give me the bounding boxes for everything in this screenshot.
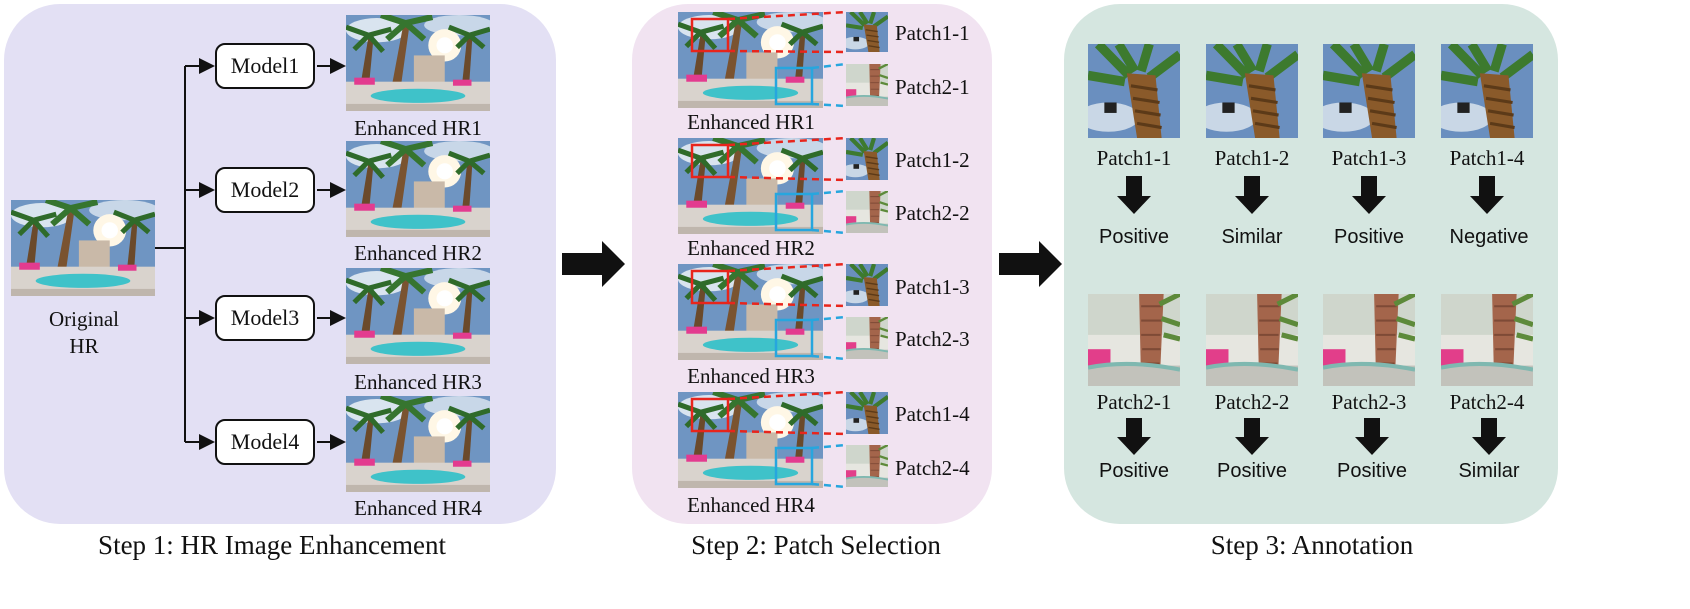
s2-patch2-3-label: Patch2-3	[895, 327, 970, 351]
enhanced-hr2-label: Enhanced HR2	[354, 241, 482, 265]
s3-patch1-4-label: Patch1-4	[1449, 146, 1525, 170]
s2-patch2-1-label: Patch2-1	[895, 75, 970, 99]
s2-patch2-2-label: Patch2-2	[895, 201, 970, 225]
s3-row1-verdict-4: Negative	[1449, 226, 1529, 248]
s2-enhanced-hr2-label: Enhanced HR2	[687, 236, 815, 260]
s3-row2-verdict-1: Positive	[1098, 460, 1170, 482]
s2-patch1-3-label: Patch1-3	[895, 275, 970, 299]
s2-enhanced-hr1-label: Enhanced HR1	[687, 110, 815, 134]
down-arrow-icon	[1235, 418, 1269, 455]
s3-row1-verdict-3: Positive	[1333, 226, 1405, 248]
down-arrow-icon	[1470, 176, 1504, 214]
s2-patch1-1-label: Patch1-1	[895, 21, 970, 45]
step-arrow-1	[562, 241, 625, 287]
s2-patch1-2-label: Patch1-2	[895, 148, 970, 172]
s2-enhanced-hr3-label: Enhanced HR3	[687, 364, 815, 388]
s3-patch1-2-label: Patch1-2	[1214, 146, 1290, 170]
down-arrow-icon	[1117, 176, 1151, 214]
s3-row2-verdict-3: Positive	[1336, 460, 1408, 482]
s3-patch2-3-label: Patch2-3	[1331, 390, 1407, 414]
model4-box: Model4	[215, 419, 315, 465]
step1-caption: Step 1: HR Image Enhancement	[98, 530, 446, 560]
s3-row1-verdict-1: Positive	[1098, 226, 1170, 248]
s3-patch2-4-label: Patch2-4	[1449, 390, 1525, 414]
s3-row2-verdict-4: Similar	[1458, 460, 1520, 482]
step2-caption: Step 2: Patch Selection	[691, 530, 941, 560]
down-arrow-icon	[1117, 418, 1151, 455]
model2-box: Model2	[215, 167, 315, 213]
step-arrow-2	[999, 241, 1062, 287]
enhanced-hr3-label: Enhanced HR3	[354, 370, 482, 394]
step3-caption: Step 3: Annotation	[1210, 530, 1414, 560]
s3-patch1-3-label: Patch1-3	[1331, 146, 1407, 170]
s3-patch2-2-label: Patch2-2	[1214, 390, 1290, 414]
down-arrow-icon	[1355, 418, 1389, 455]
enhanced-hr1-label: Enhanced HR1	[354, 116, 482, 140]
s2-patch1-4-label: Patch1-4	[895, 402, 970, 426]
s3-patch2-1-label: Patch2-1	[1096, 390, 1172, 414]
s3-patch1-1-label: Patch1-1	[1096, 146, 1172, 170]
down-arrow-icon	[1472, 418, 1506, 455]
down-arrow-icon	[1352, 176, 1386, 214]
model1-box: Model1	[215, 43, 315, 89]
enhanced-hr4-label: Enhanced HR4	[354, 496, 482, 520]
s3-row2-verdict-2: Positive	[1216, 460, 1288, 482]
s3-row1-verdict-2: Similar	[1221, 226, 1283, 248]
down-arrow-icon	[1235, 176, 1269, 214]
model3-box: Model3	[215, 295, 315, 341]
s2-patch2-4-label: Patch2-4	[895, 456, 970, 480]
s2-enhanced-hr4-label: Enhanced HR4	[687, 493, 815, 517]
